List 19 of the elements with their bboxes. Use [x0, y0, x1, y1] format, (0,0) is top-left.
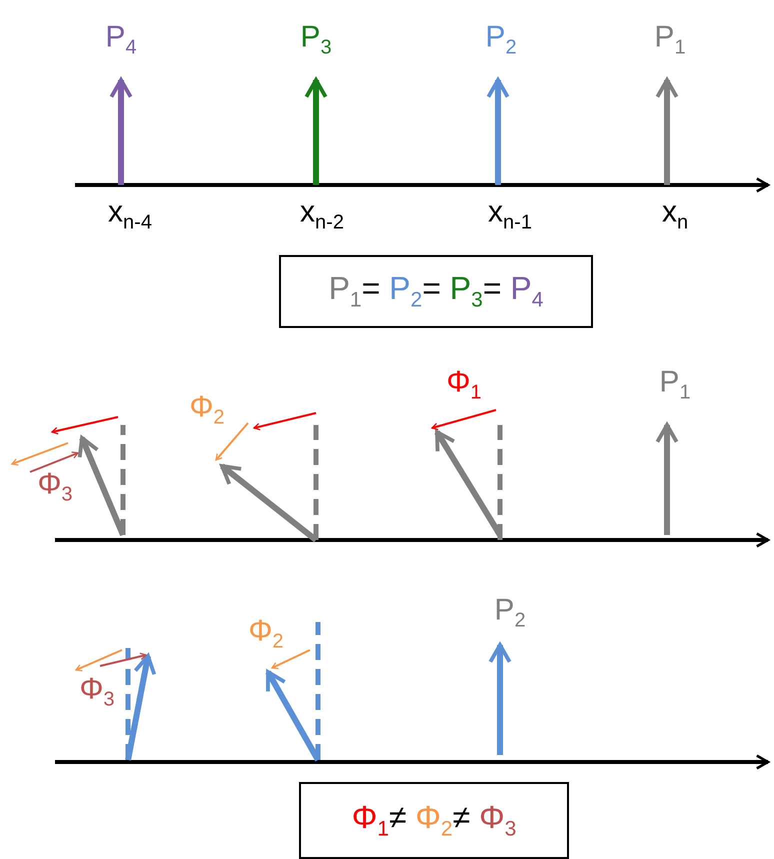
phase-label: Φ$_{2}$: [189, 392, 225, 428]
phase-label: Φ$_{3}$: [79, 674, 115, 710]
magnitude-label: P$_{4}$: [105, 22, 137, 58]
equation-text: P$_{1}$= P$_{2}$= P$_{3}$= P$_{4}$: [328, 270, 544, 313]
magnitude-label: P$_{2}$: [494, 596, 526, 630]
magnitude-label: P$_{3}$: [300, 22, 332, 58]
equation-box: [279, 255, 593, 328]
phase-label: Φ$_{1}$: [446, 368, 482, 402]
position-label: x$_{n-4}$: [108, 198, 152, 232]
magnitude-label: P$_{1}$: [659, 368, 691, 402]
magnitude-label: P$_{1}$: [654, 22, 686, 58]
position-label: x$_{n-1}$: [488, 198, 532, 232]
position-label: x$_{n}$: [662, 198, 688, 232]
phase-label: Φ$_{3}$: [37, 470, 73, 504]
position-label: x$_{n-2}$: [300, 198, 344, 232]
phase-label: Φ$_{2}$: [248, 616, 284, 652]
equation-text: Φ$_{1}$≠ Φ$_{2}$≠ Φ$_{3}$: [352, 799, 516, 842]
magnitude-label: P$_{2}$: [485, 22, 517, 58]
equation-box: [299, 782, 569, 859]
